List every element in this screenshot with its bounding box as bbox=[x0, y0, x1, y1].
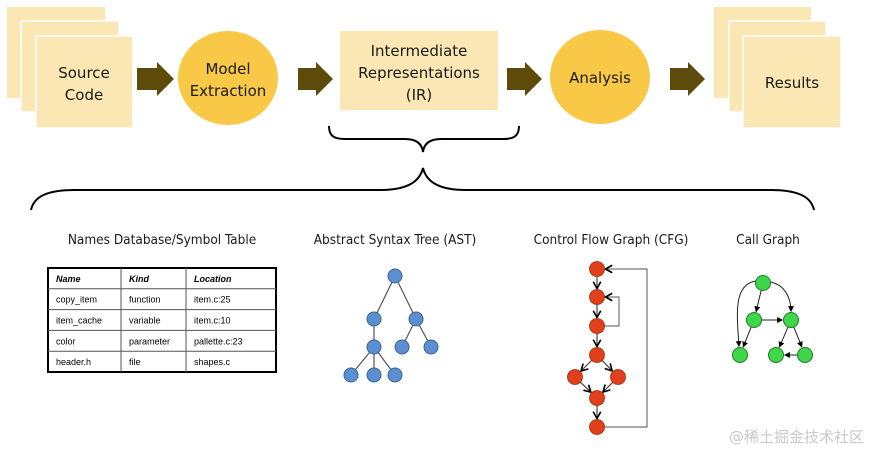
call-graph-edge bbox=[735, 280, 756, 348]
call-graph-node bbox=[746, 312, 762, 328]
ast-tree bbox=[343, 268, 439, 383]
model-extraction-label-line2: Extraction bbox=[190, 82, 267, 100]
symbol-table-cell: color bbox=[56, 336, 76, 346]
cfg-node bbox=[589, 261, 605, 277]
results-label: Results bbox=[765, 74, 819, 92]
symbol-table-header-cell: Location bbox=[194, 274, 232, 284]
symbol-table-cell: variable bbox=[129, 316, 161, 326]
ast-node bbox=[387, 367, 403, 383]
ir-label-line1: Intermediate bbox=[371, 42, 468, 60]
results-page-front bbox=[742, 35, 842, 129]
symbol-table-border bbox=[47, 267, 277, 373]
analysis-ellipse bbox=[550, 30, 650, 124]
symbol-table-header-cell: Kind bbox=[129, 274, 149, 284]
ast-edge bbox=[394, 275, 417, 320]
call-graph-node bbox=[783, 312, 799, 328]
ast-node bbox=[366, 339, 382, 355]
ast-node bbox=[408, 311, 424, 327]
symbol-table-title: Names Database/Symbol Table bbox=[68, 232, 256, 248]
ast-node bbox=[394, 339, 410, 355]
ir-box bbox=[340, 31, 498, 110]
model-extraction-node: Model Extraction bbox=[178, 31, 278, 125]
cfg-node bbox=[589, 347, 605, 363]
cfg-node bbox=[589, 289, 605, 305]
ir-brace-small bbox=[328, 125, 520, 153]
call-graph-node bbox=[732, 347, 748, 363]
call-graph bbox=[732, 275, 813, 363]
cfg-node bbox=[610, 369, 626, 385]
watermark: @稀土掘金技术社区 bbox=[729, 428, 864, 446]
flow-arrow-4 bbox=[670, 62, 705, 96]
source-code-stack: Source Code bbox=[7, 7, 134, 129]
control-flow-graph bbox=[567, 261, 648, 435]
symbol-table: Name Kind Location copy_item function item.c:… bbox=[47, 267, 277, 373]
ast-node bbox=[366, 311, 382, 327]
ir-label-line3: (IR) bbox=[406, 86, 433, 104]
ast-node bbox=[387, 268, 403, 284]
call-graph-edge bbox=[793, 326, 803, 348]
call-graph-edge bbox=[754, 290, 762, 313]
flow-arrow-2 bbox=[298, 62, 333, 96]
ir-node: Intermediate Representations (IR) bbox=[340, 31, 498, 110]
cfg-node bbox=[589, 390, 605, 406]
cfg-back-edge bbox=[605, 269, 648, 428]
symbol-table-cell: item_cache bbox=[56, 316, 102, 326]
ast-node bbox=[366, 367, 382, 383]
call-graph-node bbox=[797, 347, 813, 363]
ir-label-line2: Representations bbox=[358, 64, 480, 82]
symbol-table-cell: copy_item bbox=[56, 295, 97, 305]
symbol-table-cell: pallette.c:23 bbox=[194, 336, 243, 346]
symbol-table-cell: item.c:25 bbox=[194, 295, 231, 305]
symbol-table-cell: item.c:10 bbox=[194, 316, 231, 326]
source-page-front bbox=[35, 35, 134, 129]
call-graph-edge bbox=[770, 281, 794, 313]
ast-title: Abstract Syntax Tree (AST) bbox=[314, 232, 477, 248]
cfg-title: Control Flow Graph (CFG) bbox=[534, 232, 689, 248]
ast-edge bbox=[373, 275, 396, 320]
source-code-label-line2: Code bbox=[65, 86, 103, 104]
ast-node bbox=[343, 367, 359, 383]
analysis-label: Analysis bbox=[569, 69, 631, 87]
cfg-node bbox=[589, 318, 605, 334]
call-graph-title: Call Graph bbox=[736, 232, 800, 248]
cfg-back-edge bbox=[605, 297, 620, 327]
flow-arrow-1 bbox=[137, 62, 174, 96]
symbol-table-cell: file bbox=[129, 357, 141, 367]
ir-brace-large bbox=[30, 167, 815, 211]
symbol-table-cell: function bbox=[129, 295, 161, 305]
source-code-label-line1: Source bbox=[58, 64, 110, 82]
symbol-table-header-cell: Name bbox=[56, 274, 81, 284]
flow-arrow-3 bbox=[507, 62, 542, 96]
model-extraction-label-line1: Model bbox=[205, 60, 250, 78]
results-stack: Results bbox=[714, 7, 842, 129]
call-graph-node bbox=[755, 275, 771, 291]
symbol-table-cell: shapes.c bbox=[194, 357, 231, 367]
call-graph-node bbox=[768, 347, 784, 363]
cfg-node bbox=[589, 419, 605, 435]
call-graph-edge bbox=[778, 326, 789, 348]
model-extraction-ellipse bbox=[178, 31, 278, 125]
cfg-node bbox=[567, 369, 583, 385]
symbol-table-cell: parameter bbox=[129, 336, 170, 346]
symbol-table-cell: header.h bbox=[56, 357, 91, 367]
call-graph-edge bbox=[742, 326, 752, 348]
analysis-node: Analysis bbox=[550, 30, 650, 124]
ast-node bbox=[423, 339, 439, 355]
